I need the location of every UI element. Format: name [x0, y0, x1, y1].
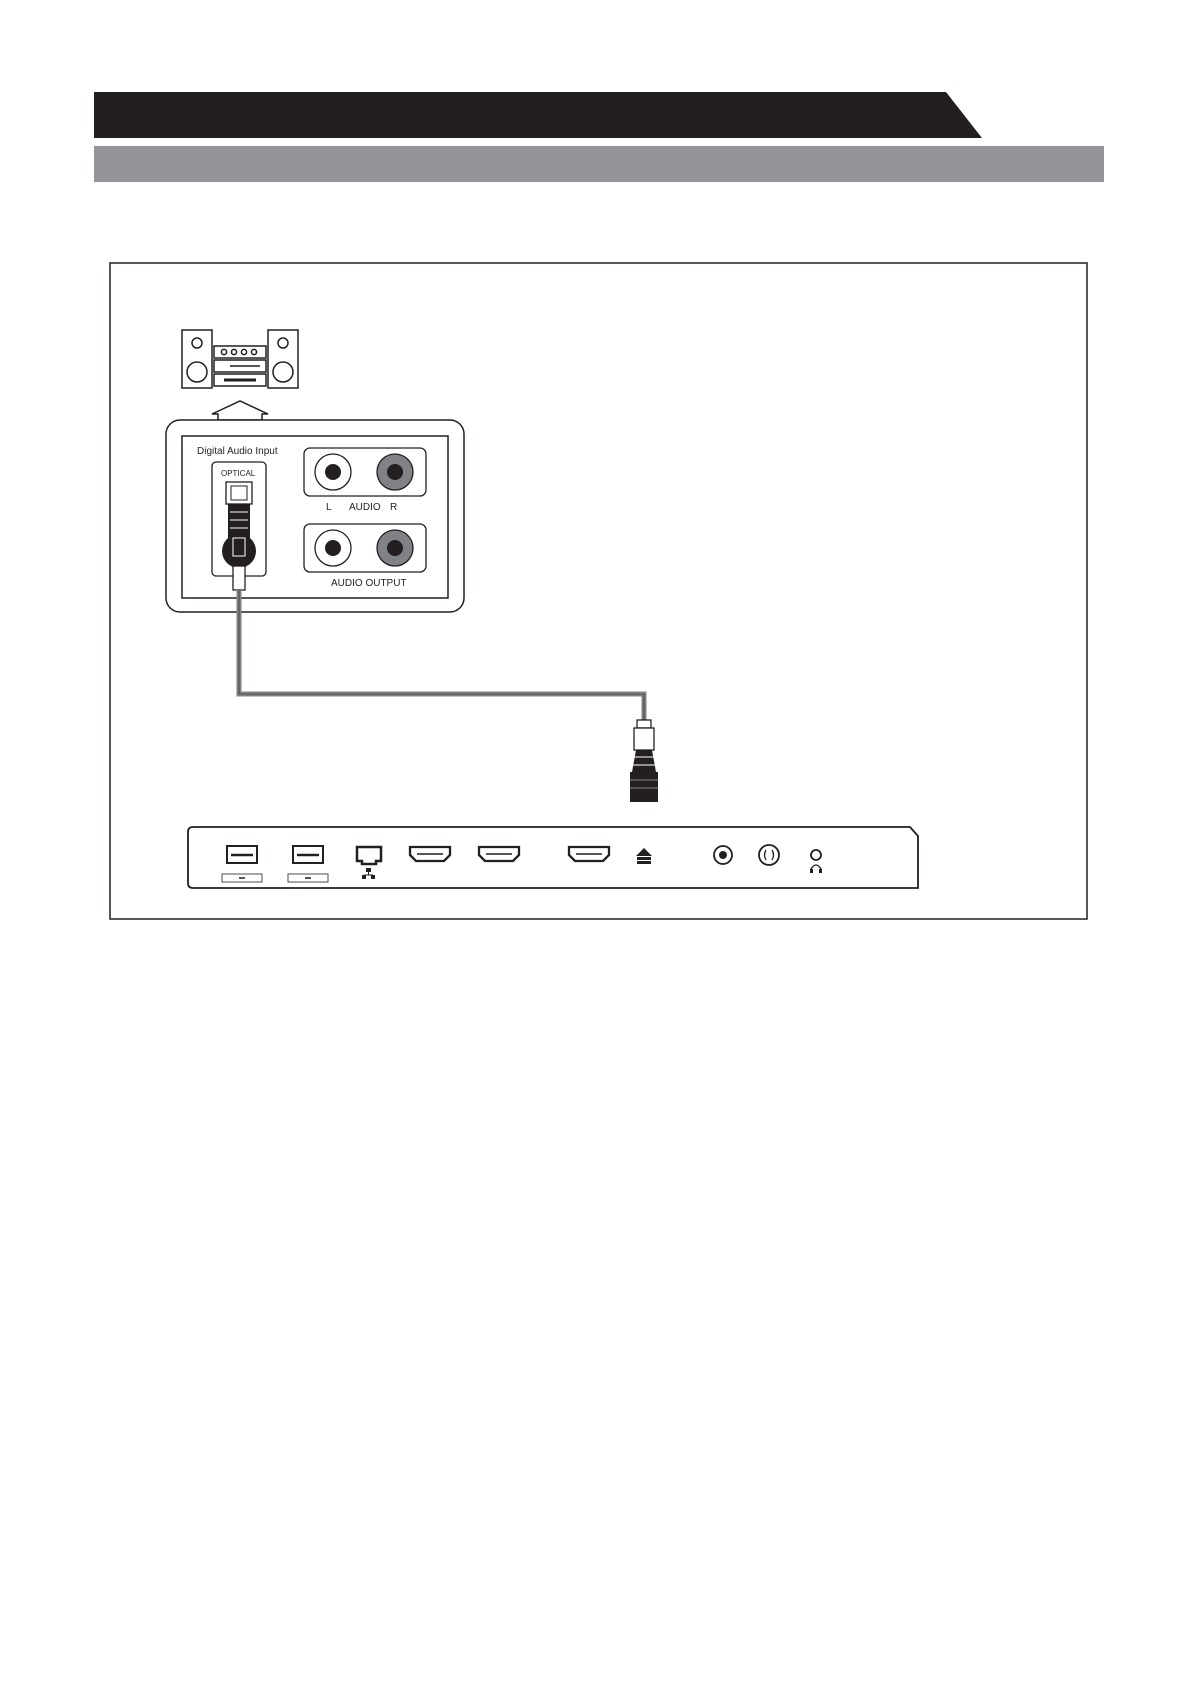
- audio-input-jacks: [304, 448, 426, 496]
- usb-port-1-icon: [222, 846, 262, 882]
- coaxial-port-icon: [714, 846, 732, 864]
- hifi-system-icon: [182, 330, 298, 388]
- audio-right-jack-icon: [377, 454, 413, 490]
- audio-output-right-jack-icon: [377, 530, 413, 566]
- audio-output-jacks: [304, 524, 426, 572]
- stereo-unit-icon: [214, 346, 266, 386]
- tv-optical-plug-icon: [630, 720, 658, 802]
- audio-output-left-jack-icon: [315, 530, 351, 566]
- audio-output-label: AUDIO OUTPUT: [331, 578, 407, 589]
- digital-audio-input-label: Digital Audio Input: [197, 446, 278, 457]
- signal-arrow-icon: [212, 401, 268, 420]
- antenna-port-icon: [759, 845, 779, 865]
- hdmi-port-2-icon: [479, 847, 519, 861]
- header-bar: [94, 92, 982, 138]
- hdmi-port-1-icon: [410, 847, 450, 861]
- audio-left-label: L: [326, 502, 332, 513]
- subheader-bar: [94, 146, 1104, 182]
- right-speaker-icon: [268, 330, 298, 388]
- audio-left-jack-icon: [315, 454, 351, 490]
- optical-label: OPTICAL: [221, 469, 256, 478]
- audio-right-label: R: [390, 502, 397, 513]
- hdmi-port-3-icon: [569, 847, 609, 861]
- audio-label: AUDIO: [349, 502, 381, 513]
- left-speaker-icon: [182, 330, 212, 388]
- usb-port-2-icon: [288, 846, 328, 882]
